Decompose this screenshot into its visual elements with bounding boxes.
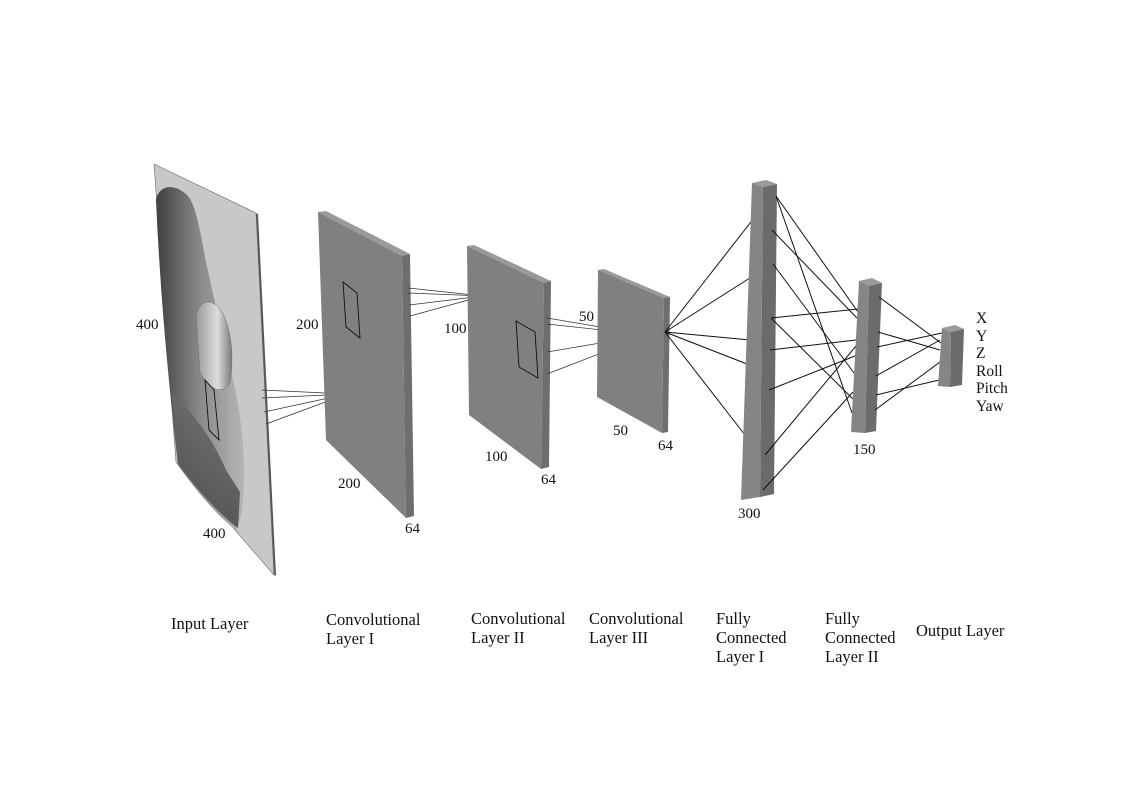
conv1-caption-line1: Convolutional: [326, 610, 421, 629]
fc1-front: [741, 183, 763, 500]
input-layer-caption-text: Input Layer: [171, 614, 249, 633]
conv1-top: [318, 211, 410, 256]
conv1-height-label: 200: [296, 317, 319, 333]
conv1-width-label: 200: [338, 476, 361, 492]
output-z: Z: [976, 345, 986, 363]
fc2-to-output-connections: [874, 296, 943, 411]
conv2-depth-label: 64: [541, 472, 557, 488]
conv1-front: [318, 212, 406, 518]
output-layer-caption: Output Layer: [916, 621, 1004, 640]
fc2-top: [859, 278, 882, 286]
fc1-units-label: 300: [738, 506, 761, 522]
conv2-caption-line1: Convolutional: [471, 609, 566, 628]
fc2-caption-line1: Fully: [825, 609, 860, 628]
fc2-front: [851, 281, 869, 433]
conv2-caption-line2: Layer II: [471, 628, 525, 647]
conv1-caption: Convolutional Layer I: [326, 610, 420, 648]
conv3-to-fc1-connections: [664, 217, 755, 436]
output-x: X: [976, 310, 988, 327]
output-pitch: Pitch: [976, 380, 1008, 398]
input-width-label: 400: [203, 526, 226, 542]
conv2-front: [467, 246, 544, 469]
conv-layer-3: [597, 269, 670, 433]
fc-layer-1: [741, 180, 777, 500]
output-front: [938, 328, 951, 387]
fc1-top: [752, 180, 777, 187]
fc2-units-label: 150: [853, 442, 876, 458]
fc-layer-2: [851, 278, 882, 433]
output-y: Y: [976, 327, 988, 345]
conv2-top: [467, 245, 551, 283]
conv1-depth-label: 64: [405, 521, 421, 537]
conv3-top: [598, 269, 670, 298]
conv-layer-1: [318, 211, 414, 518]
output-layer-caption-text: Output Layer: [916, 621, 1005, 640]
conv3-height-label: 50: [579, 309, 594, 325]
conv3-side: [662, 297, 670, 433]
input-receptive-field: [204, 378, 220, 442]
conv3-caption: Convolutional Layer III: [589, 609, 683, 647]
conv3-caption-line2: Layer III: [589, 628, 649, 647]
fc2-caption-line2: Connected: [825, 628, 896, 647]
conv2-width-label: 100: [485, 449, 508, 465]
conv3-caption-line1: Convolutional: [589, 609, 684, 628]
output-variable-list: X Y Z Roll Pitch Yaw: [976, 310, 1008, 416]
conv1-side: [402, 254, 414, 518]
fc2-caption: Fully Connected Layer II: [825, 609, 896, 666]
conv3-front: [597, 270, 664, 433]
fc2-side: [865, 283, 882, 433]
conv3-depth-label: 64: [658, 438, 674, 454]
output-layer: [938, 325, 964, 387]
fc1-side: [760, 184, 777, 497]
conv2-caption: Convolutional Layer II: [471, 609, 565, 647]
input-image-plate: [172, 392, 240, 528]
fc1-caption-line2: Connected: [716, 628, 787, 647]
input-height-label: 400: [136, 317, 159, 333]
output-roll: Roll: [976, 362, 1003, 380]
fc2-caption-line3: Layer II: [825, 647, 879, 666]
fc1-caption-line1: Fully: [716, 609, 751, 628]
conv1-caption-line2: Layer I: [326, 629, 375, 648]
conv3-width-label: 50: [613, 423, 628, 439]
output-yaw: Yaw: [976, 397, 1004, 415]
dimension-labels: 400 400 200 200 64 100 100 64 50 50 64 3…: [136, 309, 876, 542]
input-layer-caption: Input Layer: [171, 614, 248, 633]
output-top: [942, 325, 964, 332]
conv-layer-2: [467, 245, 551, 469]
conv2-kernel-window: [515, 320, 539, 379]
fc1-to-fc2-connections: [762, 195, 859, 491]
conv2-height-label: 100: [444, 321, 467, 337]
fc1-caption-line3: Layer I: [716, 647, 765, 666]
fc1-caption: Fully Connected Layer I: [716, 609, 787, 666]
input-layer: [153, 163, 276, 576]
conv2-side: [541, 281, 551, 469]
input-image-cylinder: [195, 301, 233, 390]
output-side: [950, 329, 964, 387]
conv1-kernel-window: [342, 281, 361, 339]
